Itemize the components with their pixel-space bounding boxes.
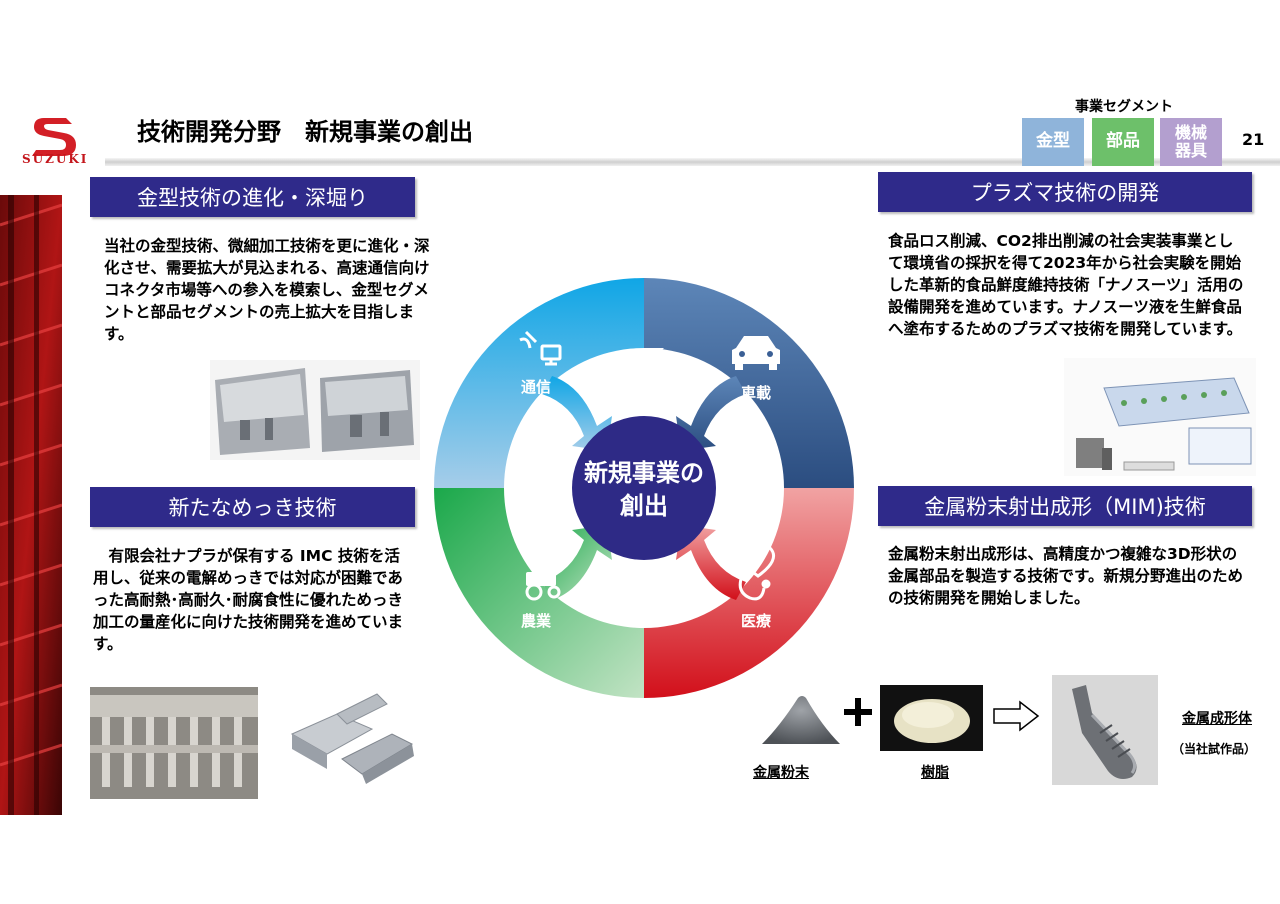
resin-caption: 樹脂: [921, 765, 949, 781]
segment-badge-parts: 部品: [1092, 118, 1154, 166]
quadrant-label-automotive: 車載: [741, 384, 771, 402]
inward-arrows: [542, 376, 746, 600]
mold-photo: [210, 360, 420, 460]
segment-badge-mold: 金型: [1022, 118, 1084, 166]
quadrant-label-agriculture: 農業: [521, 612, 552, 630]
page-title: 技術開発分野 新規事業の創出: [137, 118, 473, 146]
quadrant-label-medical: 医療: [741, 612, 772, 630]
formed-part-caption: 金属成形体: [1182, 711, 1252, 727]
telecom-icon: [519, 330, 562, 366]
segment-badge-machinery: 機械器具: [1160, 118, 1222, 166]
arrow-telecom: [616, 348, 702, 434]
plating-section-header: 新たなめっき技術: [90, 487, 415, 527]
quadrant-label-telecom: 通信: [521, 378, 551, 396]
center-circle: [572, 416, 716, 560]
suzuki-logo: [32, 118, 76, 156]
brand-name: SUZUKI: [22, 152, 89, 166]
plasma-equipment-diagram: [1064, 358, 1256, 476]
center-label: 新規事業の創出: [584, 459, 704, 520]
resin-pellets-photo: [880, 685, 983, 751]
mold-section-text: 当社の金型技術、微細加工技術を更に進化・深化させ、需要拡大が見込まれる、高速通信…: [104, 237, 430, 343]
new-business-diagram: 新規事業の創出 通信 車載 農業 医療: [434, 278, 854, 698]
plasma-section-header: プラズマ技術の開発: [878, 172, 1252, 212]
tractor-icon: [525, 562, 561, 601]
metal-powder-caption: 金属粉末: [753, 765, 809, 781]
page-number: 21: [1242, 130, 1265, 149]
car-icon: [732, 336, 780, 370]
plated-terminal-photo: [282, 684, 427, 789]
plasma-section-text: 食品ロス削減、CO2排出削減の社会実装事業として環境省の採択を得て2023年から…: [888, 232, 1244, 338]
arrow-right-icon: [993, 700, 1040, 732]
header-divider: [105, 158, 1280, 166]
metal-formed-part-photo: [1052, 675, 1158, 785]
plated-lead-frame-photo: [90, 687, 258, 799]
stethoscope-heart-icon: [738, 543, 775, 601]
prototype-note: （当社試作品）: [1172, 742, 1257, 756]
mim-section-header: 金属粉末射出成形（MIM)技術: [878, 486, 1252, 526]
mold-section-header: 金型技術の進化・深堀り: [90, 177, 415, 217]
plus-icon: [844, 698, 872, 726]
decorative-connector-strip: [0, 195, 62, 815]
segment-title: 事業セグメント: [1075, 99, 1173, 115]
mim-section-text: 金属粉末射出成形は、高精度かつ複雑な3D形状の金属部品を製造する技術です。新規分…: [888, 545, 1243, 607]
metal-powder-photo: [762, 696, 840, 744]
plating-section-text: 有限会社ナプラが保有する IMC 技術を活用し、従来の電解めっきでは対応が困難で…: [93, 547, 404, 653]
